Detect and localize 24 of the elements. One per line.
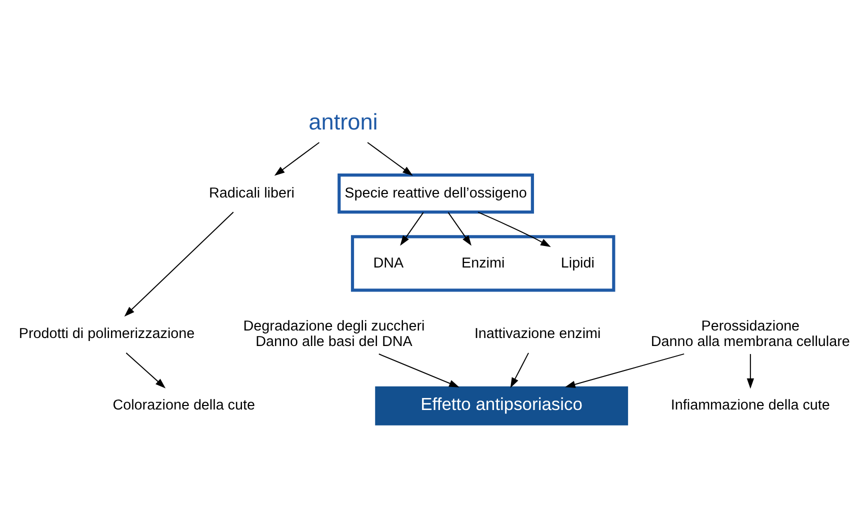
- arrow: [274, 142, 320, 176]
- node-text: Perossidazione Danno alla membrana cellulare: [650, 318, 850, 350]
- node-text: Degradazione degli zuccheri Danno alle basi del DNA: [242, 318, 424, 350]
- node-text: Inattivazione enzimi: [474, 326, 600, 342]
- arrow: [564, 353, 684, 388]
- arrow: [378, 354, 459, 388]
- arrow: [477, 212, 550, 247]
- node-text: Lipidi: [560, 255, 594, 272]
- node-text: Radicali liberi: [208, 185, 294, 202]
- arrow: [447, 212, 471, 246]
- arrow: [746, 354, 754, 389]
- arrow: [125, 352, 166, 388]
- node-box: Effetto antipsoriasico: [374, 386, 628, 426]
- node-text: Prodotti di polimerizzazione: [18, 326, 194, 342]
- arrow: [366, 142, 412, 176]
- node-box: Specie reattive dell’ossigeno: [337, 173, 534, 214]
- node-text: DNA: [372, 255, 404, 272]
- node-text: Enzimi: [461, 255, 504, 272]
- node-text: antroni: [308, 109, 378, 134]
- arrow: [124, 212, 234, 317]
- arrow: [510, 352, 528, 388]
- arrow: [400, 212, 424, 246]
- node-text: Infiammazione della cute: [670, 398, 830, 414]
- node-text: Colorazione della cute: [112, 398, 254, 414]
